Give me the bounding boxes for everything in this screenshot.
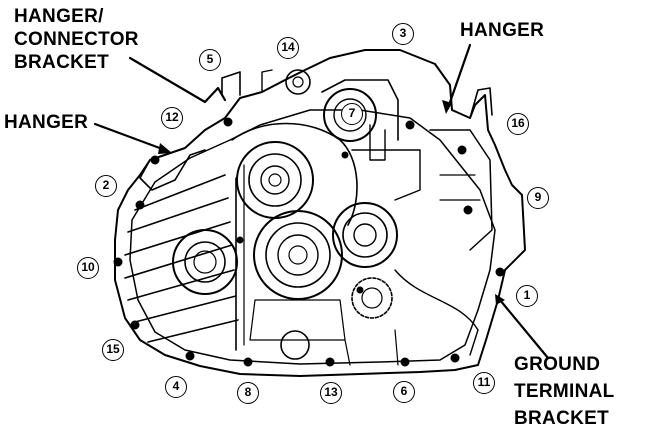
label-hanger-connector-line2: CONNECTOR bbox=[14, 29, 139, 50]
leader-hanger-left bbox=[93, 122, 167, 152]
label-hanger-connector-line3: BRACKET bbox=[14, 52, 109, 73]
callout-12: 12 bbox=[161, 107, 183, 129]
label-ground-line2: TERMINAL bbox=[514, 381, 615, 402]
callout-6: 6 bbox=[393, 381, 415, 403]
callout-9: 9 bbox=[527, 187, 549, 209]
label-ground-line3: BRACKET bbox=[514, 408, 609, 429]
callout-16: 16 bbox=[507, 113, 529, 135]
callout-11: 11 bbox=[473, 372, 495, 394]
callout-1: 1 bbox=[516, 285, 538, 307]
callout-2: 2 bbox=[95, 175, 117, 197]
callout-7: 7 bbox=[341, 103, 363, 125]
label-hanger-right: HANGER bbox=[460, 20, 545, 41]
leader-hanger-connector bbox=[128, 56, 227, 104]
leader-lines bbox=[93, 43, 550, 360]
leader-hanger-right bbox=[446, 43, 472, 110]
label-hanger-left: HANGER bbox=[4, 112, 89, 133]
callout-5: 5 bbox=[199, 49, 221, 71]
callout-8: 8 bbox=[237, 382, 259, 404]
callout-4: 4 bbox=[165, 376, 187, 398]
leader-ground bbox=[498, 298, 550, 360]
callout-10: 10 bbox=[77, 257, 99, 279]
bolt-heads bbox=[113, 117, 505, 367]
callout-14: 14 bbox=[277, 37, 299, 59]
case-flange bbox=[129, 109, 496, 365]
callout-15: 15 bbox=[102, 339, 124, 361]
label-ground-line1: GROUND bbox=[514, 354, 601, 375]
case-outline bbox=[114, 49, 526, 377]
callout-13: 13 bbox=[320, 382, 342, 404]
callout-3: 3 bbox=[392, 23, 414, 45]
label-hanger-connector-line1: HANGER/ bbox=[14, 6, 104, 27]
